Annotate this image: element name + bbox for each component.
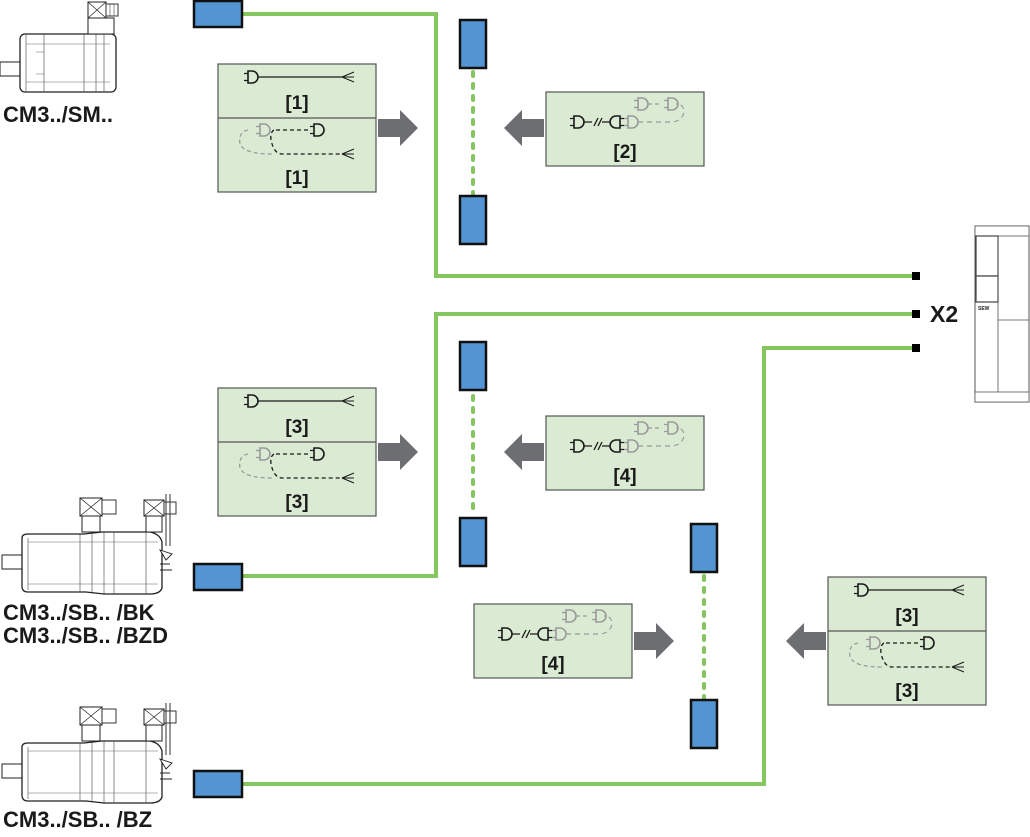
panel-bottom-right: [3] [3]: [786, 576, 987, 706]
motor-label-sb-bk-bzd: CM3../SB.. /BK CM3../SB.. /BZD: [3, 600, 169, 648]
arrow-right-icon: [378, 434, 418, 470]
x2-connector-label: X2: [930, 301, 959, 327]
panel-mid-ext: [4]: [504, 415, 705, 491]
connector-ext-mid-upper: [458, 340, 488, 392]
plug-icon: [562, 609, 577, 623]
plug-icon: [256, 123, 271, 137]
plug-icon: [244, 394, 259, 408]
motor-sb-bk-bzd-drawing: [1, 493, 177, 595]
open-wire-ends-icon: [341, 148, 355, 160]
plug-icon: [634, 97, 649, 111]
motor-label-sm: CM3../SM..: [3, 102, 114, 127]
extension-links: [471, 70, 706, 700]
arrow-left-icon: [504, 110, 544, 146]
plug-icon: [866, 636, 881, 650]
plug-icon: [624, 115, 639, 129]
connector-ext-bottom-upper: [689, 522, 719, 574]
plug-icon: [537, 627, 552, 641]
arrow-left-icon: [504, 434, 544, 470]
plug-icon: [664, 97, 679, 111]
open-wire-ends-icon: [341, 71, 355, 83]
plug-icon: [552, 627, 567, 641]
plug-icon: [592, 609, 607, 623]
cable-ref-label: [2]: [613, 142, 636, 163]
arrow-left-icon: [786, 623, 826, 659]
open-wire-ends-icon: [951, 661, 965, 673]
x2-terminals: [912, 272, 920, 352]
inverter-drawing: SEW: [974, 225, 1030, 403]
cable-ref-label: [1]: [285, 168, 308, 189]
cable-ref-label: [3]: [895, 681, 918, 702]
connector-ext-top-upper: [458, 18, 488, 70]
motor-label-sb-bz: CM3../SB.. /BZ: [3, 807, 153, 832]
cable-ref-label: [4]: [541, 654, 564, 675]
plug-icon: [609, 115, 624, 129]
svg-text:SEW: SEW: [978, 306, 990, 312]
connector-ext-mid-lower: [458, 516, 488, 568]
panel-top-left: [1] [1]: [217, 63, 418, 193]
cable-type-panels: [1] [1] [2] [3] [3] [4] [4] [3] [3]: [217, 63, 987, 706]
cable-motor-sb-bz-to-x2: [242, 346, 913, 786]
open-wire-ends-icon: [341, 395, 355, 407]
cable-ref-label: [3]: [285, 492, 308, 513]
plug-icon: [570, 439, 585, 453]
panel-bottom-ext: [4]: [473, 603, 674, 679]
arrow-right-icon: [634, 623, 674, 659]
connector-ext-bottom-lower: [689, 698, 719, 750]
plug-icon: [664, 421, 679, 435]
cable-ref-label: [3]: [895, 606, 918, 627]
plug-icon: [310, 123, 325, 137]
cable-motor-sb-bk-to-x2: [242, 312, 913, 578]
cable-motor-sm-to-x2: [242, 12, 913, 278]
plug-icon: [256, 447, 271, 461]
motor-sm-drawing: [0, 1, 119, 93]
panel-mid-left: [3] [3]: [217, 387, 418, 517]
plug-icon: [498, 627, 513, 641]
plug-icon: [310, 447, 325, 461]
plug-icon: [244, 70, 259, 84]
connectors: [192, 0, 719, 799]
x2-terminal-1: [912, 272, 920, 280]
motor-sb-bz-drawing: [1, 702, 177, 804]
connector-motor-sm: [192, 0, 244, 29]
x2-terminal-3: [912, 344, 920, 352]
connector-motor-sb-bz: [192, 769, 244, 799]
plug-icon: [634, 421, 649, 435]
connector-motor-sb-bk: [192, 562, 244, 592]
open-wire-ends-icon: [341, 472, 355, 484]
connector-ext-top-lower: [458, 194, 488, 246]
plug-icon: [920, 636, 935, 650]
cable-ref-label: [4]: [613, 466, 636, 487]
x2-terminal-2: [912, 310, 920, 318]
cables: [242, 12, 913, 786]
plug-icon: [624, 439, 639, 453]
cable-ref-label: [3]: [285, 417, 308, 438]
plug-icon: [609, 439, 624, 453]
plug-icon: [570, 115, 585, 129]
cable-ref-label: [1]: [285, 93, 308, 114]
arrow-right-icon: [378, 110, 418, 146]
plug-icon: [854, 583, 869, 597]
open-wire-ends-icon: [951, 584, 965, 596]
panel-top-ext: [2]: [504, 91, 705, 167]
